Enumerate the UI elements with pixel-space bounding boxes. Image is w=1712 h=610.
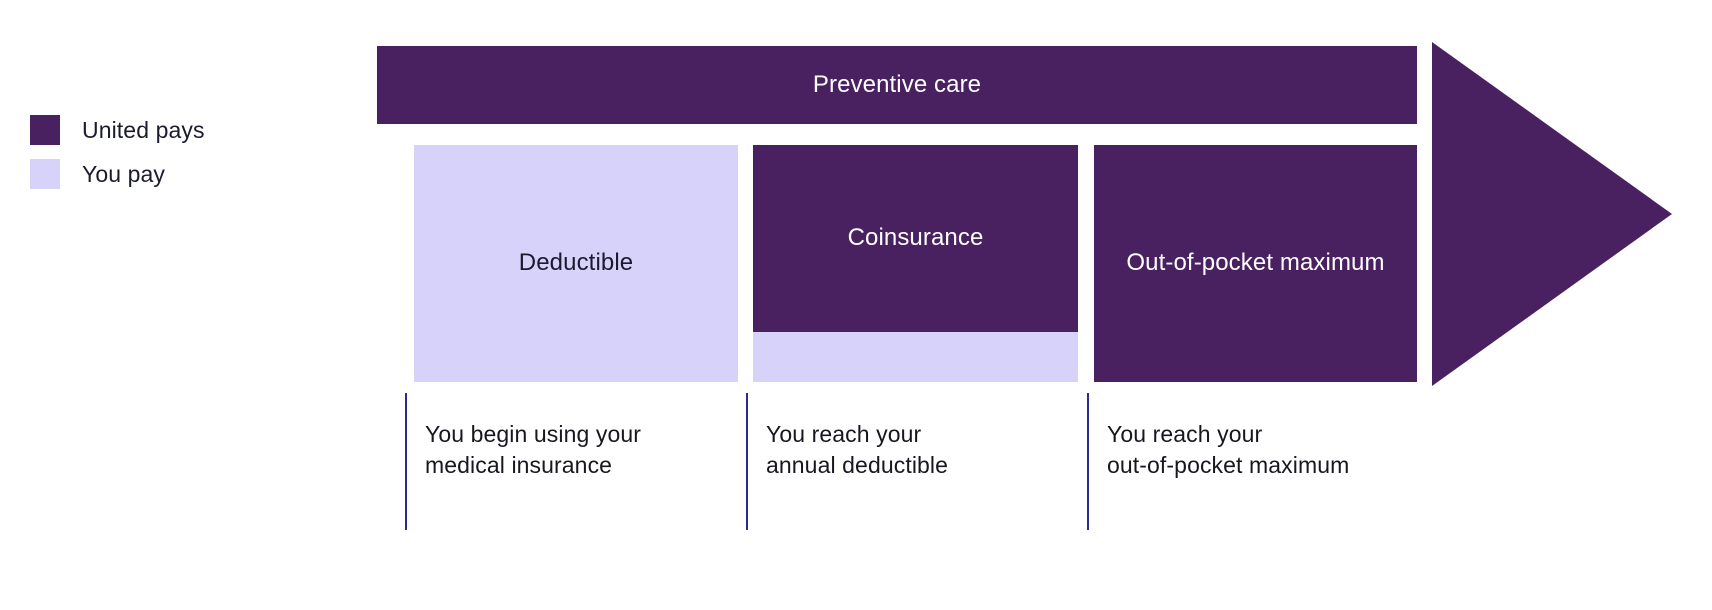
coinsurance-you-share [753, 332, 1078, 382]
legend-item-you-pay: You pay [30, 152, 330, 196]
legend: United pays You pay [30, 108, 330, 196]
flow-direction-arrow-icon [1432, 42, 1672, 386]
light-purple-swatch-icon [30, 159, 60, 189]
milestone-connector-line [405, 393, 407, 530]
stage-bar-out-of-pocket-maximum: Out-of-pocket maximum [1094, 145, 1417, 382]
stage-bar-deductible: Deductible [414, 145, 738, 382]
stage-label-coinsurance: Coinsurance [847, 224, 984, 252]
milestone-connector-line [746, 393, 748, 530]
stage-label-out-of-pocket-maximum: Out-of-pocket maximum [1126, 249, 1385, 277]
dark-purple-swatch-icon [30, 115, 60, 145]
stage-label-deductible: Deductible [518, 249, 634, 277]
milestone-reach-annual-deductible: You reach your annual deductible [746, 393, 1066, 593]
stage-bar-preventive-care: Preventive care [377, 46, 1417, 124]
milestone-connector-line [1087, 393, 1089, 530]
legend-label-united-pays: United pays [82, 116, 205, 143]
stage-label-preventive-care: Preventive care [812, 70, 982, 98]
milestone-caption: You reach your out-of-pocket maximum [1107, 421, 1350, 478]
milestone-caption: You begin using your medical insurance [425, 421, 641, 478]
legend-label-you-pay: You pay [82, 160, 165, 187]
milestone-begin-using-insurance: You begin using your medical insurance [405, 393, 725, 593]
legend-item-united-pays: United pays [30, 108, 330, 152]
stage-bar-coinsurance: Coinsurance [753, 145, 1078, 382]
milestone-reach-out-of-pocket-maximum: You reach your out-of-pocket maximum [1087, 393, 1427, 593]
milestone-caption: You reach your annual deductible [766, 421, 949, 478]
coinsurance-united-share: Coinsurance [753, 145, 1078, 332]
